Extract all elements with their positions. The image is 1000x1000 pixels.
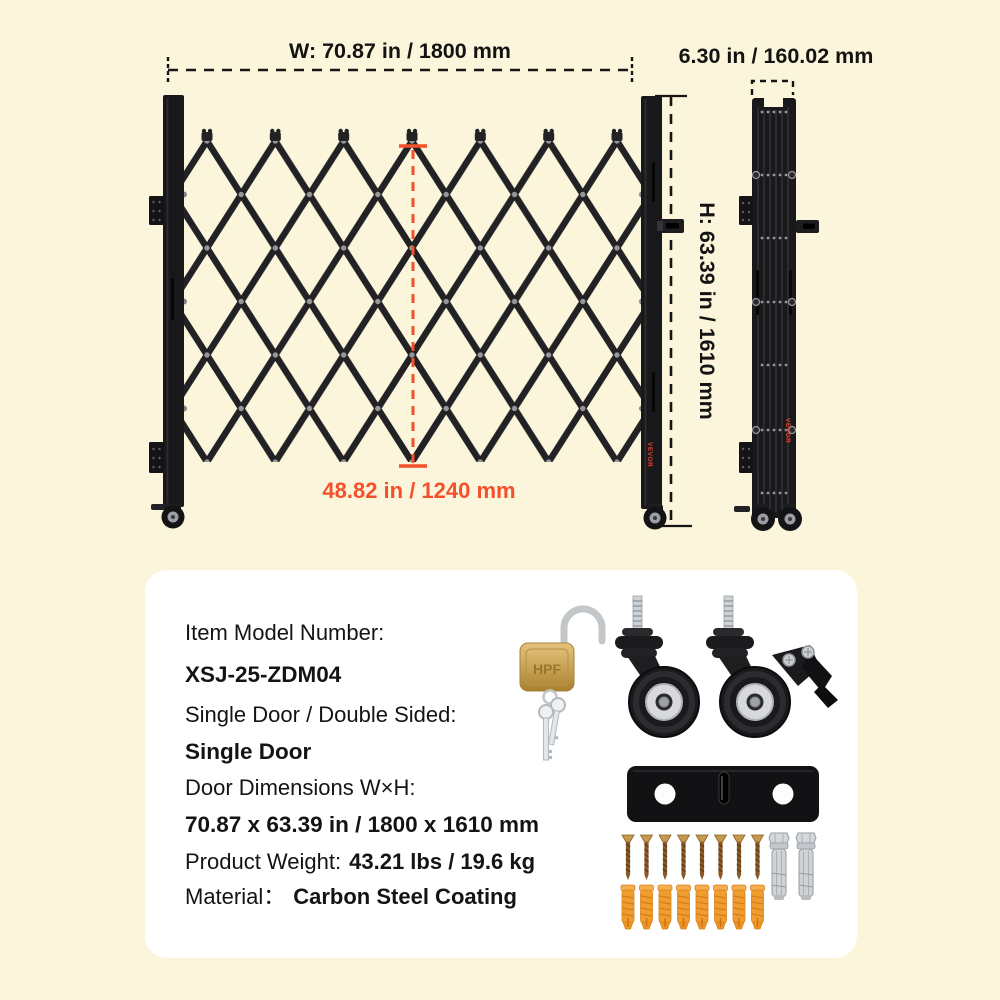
width-dim-label: W: 70.87 in / 1800 mm — [289, 39, 511, 63]
spec-line-weight: Product Weight: 43.21 lbs / 19.6 kg — [185, 847, 535, 877]
brand-mark: VEVOR — [784, 418, 791, 443]
padlock-brand-label: HPF — [533, 661, 561, 677]
key-icon — [538, 704, 554, 761]
key-icon — [548, 697, 566, 746]
depth-dim-label: 6.30 in / 160.02 mm — [679, 44, 874, 68]
latch-icon — [796, 220, 819, 233]
spec-value-model-number: XSJ-25-ZDM04 — [185, 662, 342, 687]
lattice-top-caps — [201, 128, 623, 141]
mounting-plate-icon — [627, 766, 819, 822]
weight-label: Product Weight: — [185, 849, 342, 874]
right-post: VEVOR — [641, 96, 684, 530]
screws-icon — [622, 835, 764, 880]
height-dim-label: H: 63.39 in / 1610 mm — [695, 202, 719, 420]
material-label: Material： — [185, 884, 286, 909]
hinge-plate-icon — [739, 442, 753, 473]
depth-dimension: 6.30 in / 160.02 mm — [679, 44, 874, 95]
spec-line-material: Material： Carbon Steel Coating — [185, 882, 517, 912]
caster-wheel-icon — [751, 504, 775, 531]
caster-wheel-icon — [778, 504, 802, 531]
spec-value-door-type: Single Door — [185, 739, 312, 764]
left-post — [149, 95, 185, 529]
hinge-plate-icon — [149, 442, 164, 473]
caster-brake-icon — [706, 595, 838, 738]
hinge-plate-icon — [149, 196, 164, 225]
spec-label: Door Dimensions W×H: — [185, 775, 416, 800]
wall-anchors-icon — [620, 884, 766, 930]
weight-value: 43.21 lbs / 19.6 kg — [349, 849, 536, 874]
inner-height-dimension: 48.82 in / 1240 mm — [322, 144, 516, 503]
rivet-rows — [760, 110, 788, 495]
height-dimension: H: 63.39 in / 1610 mm — [650, 94, 719, 528]
brand-mark: VEVOR — [646, 442, 653, 467]
caster-wheel-icon — [643, 504, 667, 530]
width-dimension: W: 70.87 in / 1800 mm — [166, 39, 634, 84]
expansion-bolts-icon — [768, 832, 817, 901]
hinge-plate-icon — [739, 196, 753, 225]
spec-value-door-dimensions: 70.87 x 63.39 in / 1800 x 1610 mm — [185, 812, 540, 837]
expanded-gate: VEVOR 48.82 in / 1240 mm — [149, 95, 684, 530]
latch-icon — [657, 219, 684, 233]
caster-swivel-icon — [615, 595, 700, 738]
padlock-icon: HPF — [519, 605, 606, 761]
gate-dimension-diagram: W: 70.87 in / 1800 mm 6.30 in / 160.02 m… — [149, 39, 874, 531]
side-bolts — [751, 170, 797, 435]
included-hardware: HPF — [519, 595, 838, 930]
spec-label: Single Door / Double Sided: — [185, 702, 457, 727]
inner-height-dim-label: 48.82 in / 1240 mm — [322, 478, 515, 503]
spec-panel: HPF — [145, 570, 857, 958]
folded-gate: VEVOR — [734, 96, 819, 531]
caster-wheel-icon — [161, 503, 185, 529]
material-value: Carbon Steel Coating — [293, 884, 517, 909]
keyring-icon — [542, 689, 558, 705]
spec-label: Item Model Number: — [185, 620, 385, 645]
